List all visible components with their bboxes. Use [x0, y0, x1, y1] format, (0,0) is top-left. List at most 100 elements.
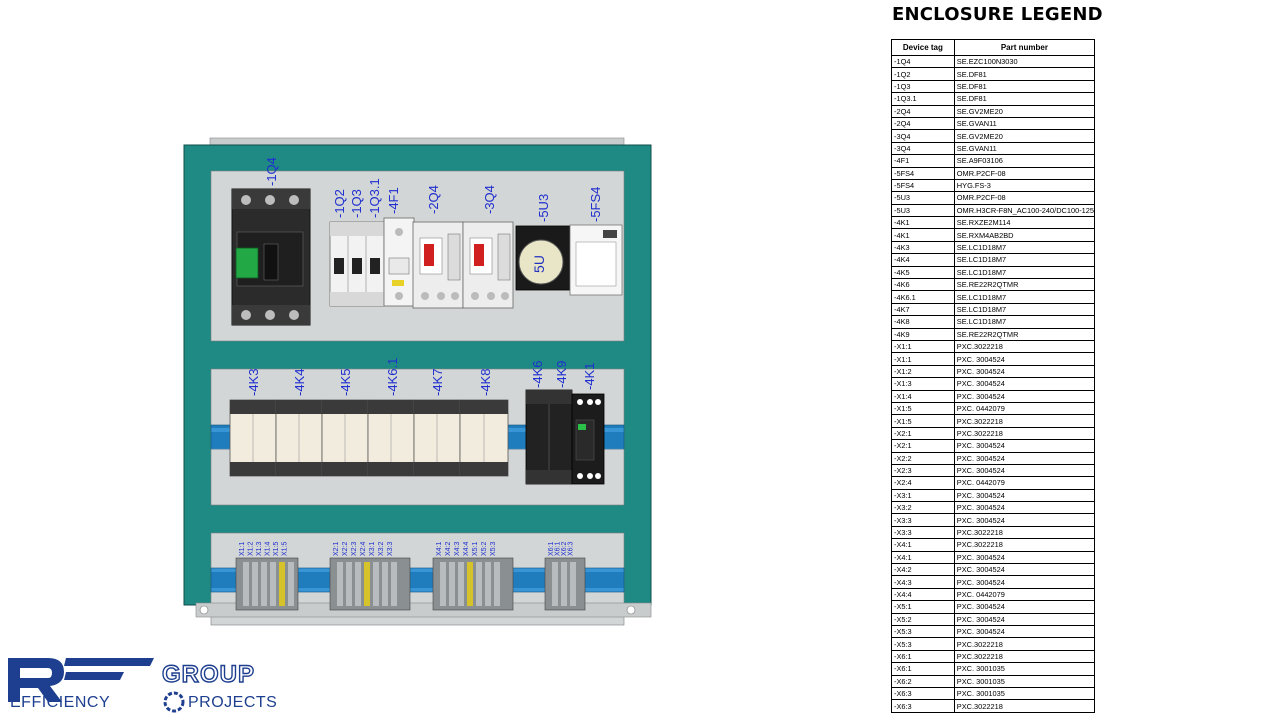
terminal-tag: X3:3	[387, 541, 394, 556]
legend-part-number: PXC. 3004524	[953, 513, 1096, 527]
legend-device-tag: -3Q4	[891, 141, 955, 156]
legend-part-number: SE.GV2ME20	[953, 129, 1096, 143]
legend-part-number: PXC.3022218	[953, 339, 1096, 354]
legend-device-tag: -4K9	[891, 327, 955, 342]
legend-device-tag: -5U3	[891, 191, 955, 205]
terminal-tag: X3:2	[378, 541, 385, 556]
legend-device-tag: -X1:3	[891, 377, 955, 391]
legend-device-tag: -X1:4	[891, 389, 955, 403]
legend-header-row: Device tag Part number	[891, 39, 1096, 56]
logo-swoosh	[64, 658, 154, 666]
legend-part-number: PXC. 3004524	[953, 488, 1096, 503]
legend-part-number: PXC. 3004524	[953, 439, 1096, 453]
legend-part-number: SE.GV2ME20	[953, 104, 1096, 118]
legend-part-number: OMR.P2CF-08	[953, 191, 1096, 205]
terminal-tag: X5:2	[481, 541, 488, 556]
legend-part-number: HYG.FS-3	[953, 178, 1096, 193]
legend-part-number: SE.LC1D18M7	[953, 290, 1096, 304]
contactor-4k8	[459, 399, 509, 477]
tag-4f1: -4F1	[386, 187, 401, 214]
legend-part-number: PXC. 0442079	[953, 401, 1096, 416]
legend-device-tag: -X2:2	[891, 451, 955, 465]
legend-part-number: PXC.3022218	[953, 637, 1096, 651]
terminal-tag: X1:4	[265, 541, 272, 556]
terminal-tag: X2:3	[351, 541, 358, 556]
legend-device-tag: -X5:1	[891, 600, 955, 614]
legend-part-number: SE.A9F03106	[953, 154, 1096, 168]
legend-device-tag: -X3:3	[891, 513, 955, 527]
legend-device-tag: -4K1	[891, 228, 955, 242]
timing-relays-4k6-4k9	[525, 389, 573, 485]
legend-part-number: SE.LC1D18M7	[953, 253, 1096, 267]
legend-part-number: SE.RXM4AB2BD	[953, 228, 1096, 242]
tag-1q3: -1Q3	[349, 189, 364, 218]
terminal-tag: X3:1	[369, 541, 376, 556]
enclosure-diagram: 5U OMRON H3CR -1Q4 -1Q2 -1Q3 -1Q3.1 -4F1…	[183, 137, 652, 626]
contactor-4k6-1	[367, 399, 415, 477]
legend-device-tag: -X2:3	[891, 463, 955, 478]
legend-device-tag: -X6:1	[891, 649, 955, 664]
legend-part-number: PXC. 0442079	[953, 587, 1096, 602]
legend-part-number: PXC. 3004524	[953, 377, 1096, 391]
legend-device-tag: -4K6	[891, 278, 955, 292]
tag-4k8: -4K8	[478, 369, 493, 396]
legend-device-tag: -X4:4	[891, 587, 955, 602]
legend-device-tag: -X4:1	[891, 538, 955, 552]
terminal-tag: X2:1	[333, 541, 340, 556]
legend-device-tag: -X2:1	[891, 439, 955, 453]
legend-device-tag: -5FS4	[891, 178, 955, 193]
legend-col-device-tag: Device tag	[891, 39, 955, 56]
tag-3q4: -3Q4	[482, 185, 497, 214]
contactor-4k7	[413, 399, 461, 477]
main-breaker-1q4	[231, 188, 311, 326]
logo-r-mark	[8, 658, 64, 702]
legend-device-tag: -4K5	[891, 265, 955, 280]
legend-part-number: SE.LC1D18M7	[953, 315, 1096, 329]
legend-col-part-number: Part number	[953, 39, 1096, 56]
legend-part-number: PXC.3022218	[953, 414, 1096, 428]
terminal-tag: X6:1	[548, 541, 555, 556]
legend-part-number: SE.RXZE2M114	[953, 216, 1096, 230]
legend-device-tag: -X6:3	[891, 699, 955, 713]
legend-part-number: PXC. 3004524	[953, 550, 1096, 565]
fuse-holder-5fs4	[569, 224, 623, 296]
motor-protector-2q4	[412, 221, 464, 309]
terminal-tag: X1:3	[256, 541, 263, 556]
legend-device-tag: -3Q4	[891, 129, 955, 143]
legend-part-number: PXC. 3001035	[953, 686, 1096, 701]
legend-device-tag: -4K4	[891, 253, 955, 267]
terminal-group-x1	[235, 557, 299, 611]
legend-device-tag: -X4:3	[891, 575, 955, 589]
legend-part-number: SE.LC1D18M7	[953, 302, 1096, 317]
legend-device-tag: -X2:1	[891, 426, 955, 441]
tag-2q4: -2Q4	[426, 185, 441, 214]
legend-device-tag: -1Q4	[891, 54, 955, 69]
legend-device-tag: -X4:2	[891, 562, 955, 577]
terminal-tag: X4:2	[445, 541, 452, 556]
contactor-4k4	[275, 399, 323, 477]
